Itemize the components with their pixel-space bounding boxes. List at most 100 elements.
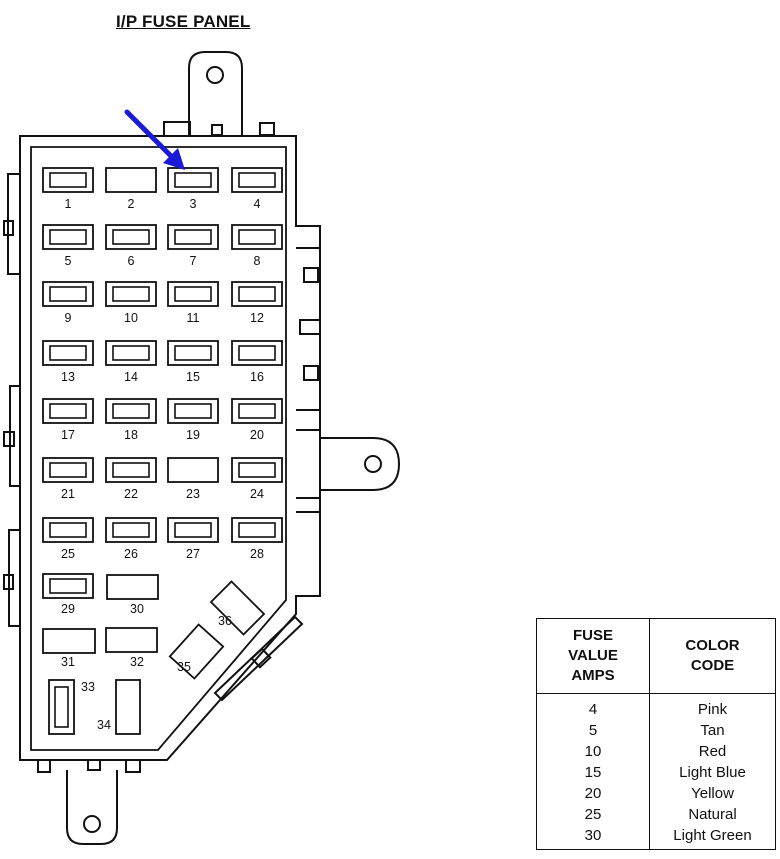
fuse-slot-22: 22 xyxy=(105,457,157,501)
fuse-slot-1: 1 xyxy=(42,167,94,211)
legend-color: Pink xyxy=(649,693,776,720)
fuse-slot-20: 20 xyxy=(231,398,283,442)
fuse-outline xyxy=(42,628,96,654)
fuse-blade xyxy=(49,286,87,302)
fuse-blade xyxy=(112,462,150,478)
legend-header-row: FUSE VALUE AMPS COLOR CODE xyxy=(536,618,776,694)
fuse-blade xyxy=(238,229,276,245)
fuse-number: 17 xyxy=(61,428,75,442)
fuse-blade xyxy=(112,403,150,419)
fuse-slot-27: 27 xyxy=(167,517,219,561)
legend-amps: 20 xyxy=(536,783,650,804)
fuse-blade xyxy=(49,345,87,361)
fuse-number: 34 xyxy=(97,718,111,732)
fuse-blade xyxy=(49,578,87,594)
fuse-blade xyxy=(238,522,276,538)
fuse-slot-24: 24 xyxy=(231,457,283,501)
fuse-number: 13 xyxy=(61,370,75,384)
fuse-slot-12: 12 xyxy=(231,281,283,325)
fuse-slot-15: 15 xyxy=(167,340,219,384)
fuse-number: 1 xyxy=(65,197,72,211)
fuse-slot-8: 8 xyxy=(231,224,283,268)
fuse-blade xyxy=(238,345,276,361)
fuse-slot-19: 19 xyxy=(167,398,219,442)
fuse-outline xyxy=(209,580,266,636)
fuse-blade xyxy=(112,229,150,245)
fuse-slot-33: 33 xyxy=(48,679,95,735)
fuse-number: 14 xyxy=(124,370,138,384)
arrow-shaft xyxy=(124,109,175,160)
fuse-number: 35 xyxy=(177,660,191,674)
arrow-head xyxy=(163,148,185,170)
fuse-number: 20 xyxy=(250,428,264,442)
fuse-slot-3: 3 xyxy=(167,167,219,211)
fuse-blade xyxy=(49,229,87,245)
legend-amps: 15 xyxy=(536,762,650,783)
fuse-slot-35: 35 xyxy=(168,623,225,680)
fuse-blade xyxy=(49,403,87,419)
fuse-number: 29 xyxy=(61,602,75,616)
fuse-number: 25 xyxy=(61,547,75,561)
fuse-slot-21: 21 xyxy=(42,457,94,501)
fuse-slot-10: 10 xyxy=(105,281,157,325)
fuse-number: 21 xyxy=(61,487,75,501)
fuse-outline xyxy=(167,457,219,483)
fuse-outline xyxy=(105,167,157,193)
fuse-slot-7: 7 xyxy=(167,224,219,268)
fuse-number: 10 xyxy=(124,311,138,325)
fuse-slot-26: 26 xyxy=(105,517,157,561)
legend-header-color: COLOR CODE xyxy=(649,618,776,694)
fuse-slot-17: 17 xyxy=(42,398,94,442)
fuse-slot-6: 6 xyxy=(105,224,157,268)
fuse-slot-23: 23 xyxy=(167,457,219,501)
legend-amps: 30 xyxy=(536,825,650,850)
legend-header-value: FUSE VALUE AMPS xyxy=(536,618,650,694)
fuse-slot-31: 31 xyxy=(42,628,96,669)
fuse-number: 22 xyxy=(124,487,138,501)
legend-amps: 25 xyxy=(536,804,650,825)
fuse-number: 4 xyxy=(254,197,261,211)
legend-amps: 4 xyxy=(536,693,650,720)
fuse-slot-30: 30 xyxy=(106,574,159,616)
fuse-outline xyxy=(105,627,158,653)
fuse-slot-29: 29 xyxy=(42,573,94,616)
fuse-number: 6 xyxy=(128,254,135,268)
fuse-number: 8 xyxy=(254,254,261,268)
fuse-blade xyxy=(238,172,276,188)
fuse-blade xyxy=(238,403,276,419)
fuse-slot-5: 5 xyxy=(42,224,94,268)
fuse-number: 9 xyxy=(65,311,72,325)
legend-color: Natural xyxy=(649,804,776,825)
fuse-blade xyxy=(174,345,212,361)
fuse-outline xyxy=(168,623,225,680)
fuse-blade xyxy=(112,522,150,538)
fuse-blade xyxy=(238,286,276,302)
legend-color: Tan xyxy=(649,720,776,741)
fuse-blade xyxy=(174,229,212,245)
fuse-blade xyxy=(49,172,87,188)
fuse-slot-2: 2 xyxy=(105,167,157,211)
fuse-slot-28: 28 xyxy=(231,517,283,561)
fuse-slot-14: 14 xyxy=(105,340,157,384)
fuse-slot-18: 18 xyxy=(105,398,157,442)
fuse-blade xyxy=(174,403,212,419)
legend-color: Light Blue xyxy=(649,762,776,783)
fuse-number: 24 xyxy=(250,487,264,501)
fuse-slot-9: 9 xyxy=(42,281,94,325)
fuse-blade xyxy=(174,522,212,538)
fuse-number: 19 xyxy=(186,428,200,442)
fuse-number: 27 xyxy=(186,547,200,561)
fuse-number: 16 xyxy=(250,370,264,384)
fuse-blade xyxy=(112,286,150,302)
fuse-number: 31 xyxy=(61,655,75,669)
fuse-blade xyxy=(238,462,276,478)
